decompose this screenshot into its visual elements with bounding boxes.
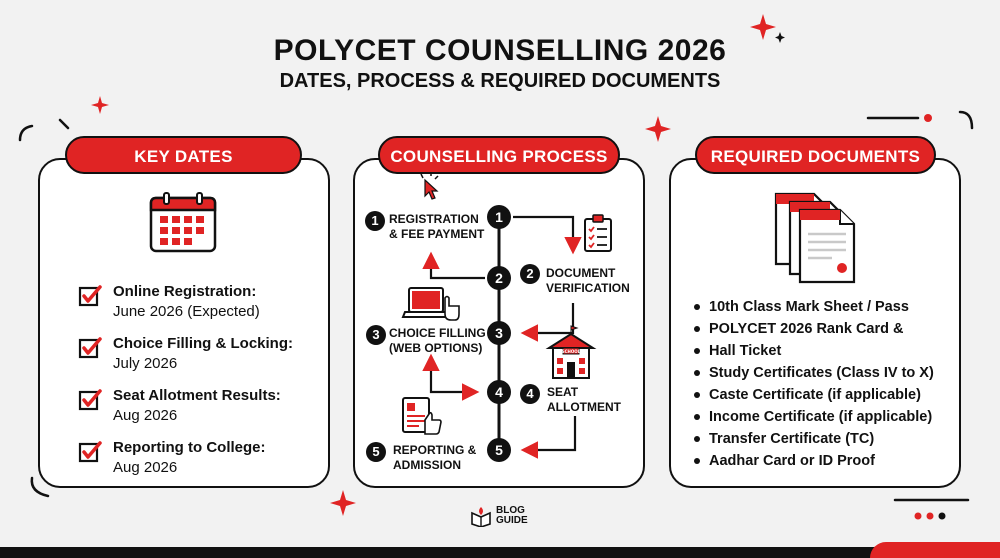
corner-dash <box>58 118 70 130</box>
corner-stroke-top-left <box>18 124 34 142</box>
step-label-reporting: REPORTING &ADMISSION <box>393 443 477 472</box>
list-item: Income Certificate (if applicable) <box>692 406 957 428</box>
cursor-click-icon <box>420 172 439 200</box>
checkbox-checked-icon <box>78 441 102 463</box>
red-dot <box>924 114 932 122</box>
step-badge: 1 <box>365 211 385 231</box>
step-number: 1 <box>487 205 511 229</box>
clipboard-checklist-icon <box>584 214 612 252</box>
flow-arrow <box>429 356 480 401</box>
brand-line-2: GUIDE <box>496 515 528 526</box>
step-badge: 4 <box>520 384 540 404</box>
school-sign: SCHOOL <box>562 349 581 354</box>
list-item: Caste Certificate (if applicable) <box>692 384 957 406</box>
list-item-continuation: Hall Ticket <box>692 340 957 362</box>
flow-arrow <box>520 303 575 342</box>
date-value: Aug 2026 <box>113 459 178 476</box>
step-number: 3 <box>487 321 511 345</box>
list-item: POLYCET 2026 Rank Card & <box>692 318 957 340</box>
step-number: 2 <box>487 266 511 290</box>
page-subtitle: DATES, PROCESS & REQUIRED DOCUMENTS <box>279 70 721 92</box>
date-value: June 2026 (Expected) <box>113 303 260 320</box>
date-label: Online Registration: <box>113 283 257 300</box>
checkbox-checked-icon <box>78 285 102 307</box>
list-item: Transfer Certificate (TC) <box>692 428 957 450</box>
checkbox-checked-icon <box>78 337 102 359</box>
dot <box>914 512 922 520</box>
book-icon <box>471 507 491 527</box>
counselling-process-heading: COUNSELLING PROCESS <box>378 136 620 174</box>
list-item: Choice Filling & Locking: July 2026 <box>78 334 328 374</box>
list-item: 10th Class Mark Sheet / Pass <box>692 296 957 318</box>
required-documents-list: 10th Class Mark Sheet / Pass POLYCET 202… <box>692 296 957 472</box>
step-label-choice-filling: CHOICE FILLING(WEB OPTIONS) <box>389 326 486 355</box>
corner-stroke-bottom-left <box>30 476 50 498</box>
school-building-icon: SCHOOL <box>545 325 597 379</box>
list-item: Study Certificates (Class IV to X) <box>692 362 957 384</box>
bottom-bar <box>0 547 1000 558</box>
date-label: Choice Filling & Locking: <box>113 335 293 352</box>
corner-stroke-top-right <box>958 110 974 130</box>
step-badge: 2 <box>520 264 540 284</box>
page-title: POLYCET COUNSELLING 2026 <box>273 34 727 67</box>
date-value: Aug 2026 <box>113 407 178 424</box>
bottom-accent <box>870 542 1000 558</box>
key-dates-list: Online Registration: June 2026 (Expected)… <box>78 282 328 490</box>
dot <box>926 512 934 520</box>
documents-stack-icon <box>774 192 856 284</box>
list-item: Seat Allotment Results: Aug 2026 <box>78 386 328 426</box>
key-dates-heading: KEY DATES <box>65 136 302 174</box>
required-documents-heading: REQUIRED DOCUMENTS <box>695 136 936 174</box>
brand-line-1: BLOG <box>496 505 525 516</box>
laptop-hand-icon <box>401 287 460 321</box>
list-item: Aadhar Card or ID Proof <box>692 450 957 472</box>
list-item: Reporting to College: Aug 2026 <box>78 438 328 478</box>
list-item: Online Registration: June 2026 (Expected) <box>78 282 328 322</box>
date-label: Reporting to College: <box>113 439 266 456</box>
step-badge: 3 <box>366 325 386 345</box>
document-approved-icon <box>402 397 442 435</box>
dot <box>938 512 946 520</box>
date-label: Seat Allotment Results: <box>113 387 281 404</box>
small-sparkle-icon <box>775 32 785 43</box>
step-badge: 5 <box>366 442 386 462</box>
flow-arrow <box>422 251 485 280</box>
step-number: 5 <box>487 438 511 462</box>
flow-arrow <box>520 416 577 459</box>
sparkle-icon <box>91 14 776 516</box>
flow-arrow <box>513 215 582 255</box>
process-flow: SCHOOL <box>401 172 612 459</box>
step-label-registration: REGISTRATION& FEE PAYMENT <box>389 212 485 241</box>
date-value: July 2026 <box>113 355 178 372</box>
step-number: 4 <box>487 380 511 404</box>
calendar-icon <box>149 192 217 253</box>
checkbox-checked-icon <box>78 389 102 411</box>
